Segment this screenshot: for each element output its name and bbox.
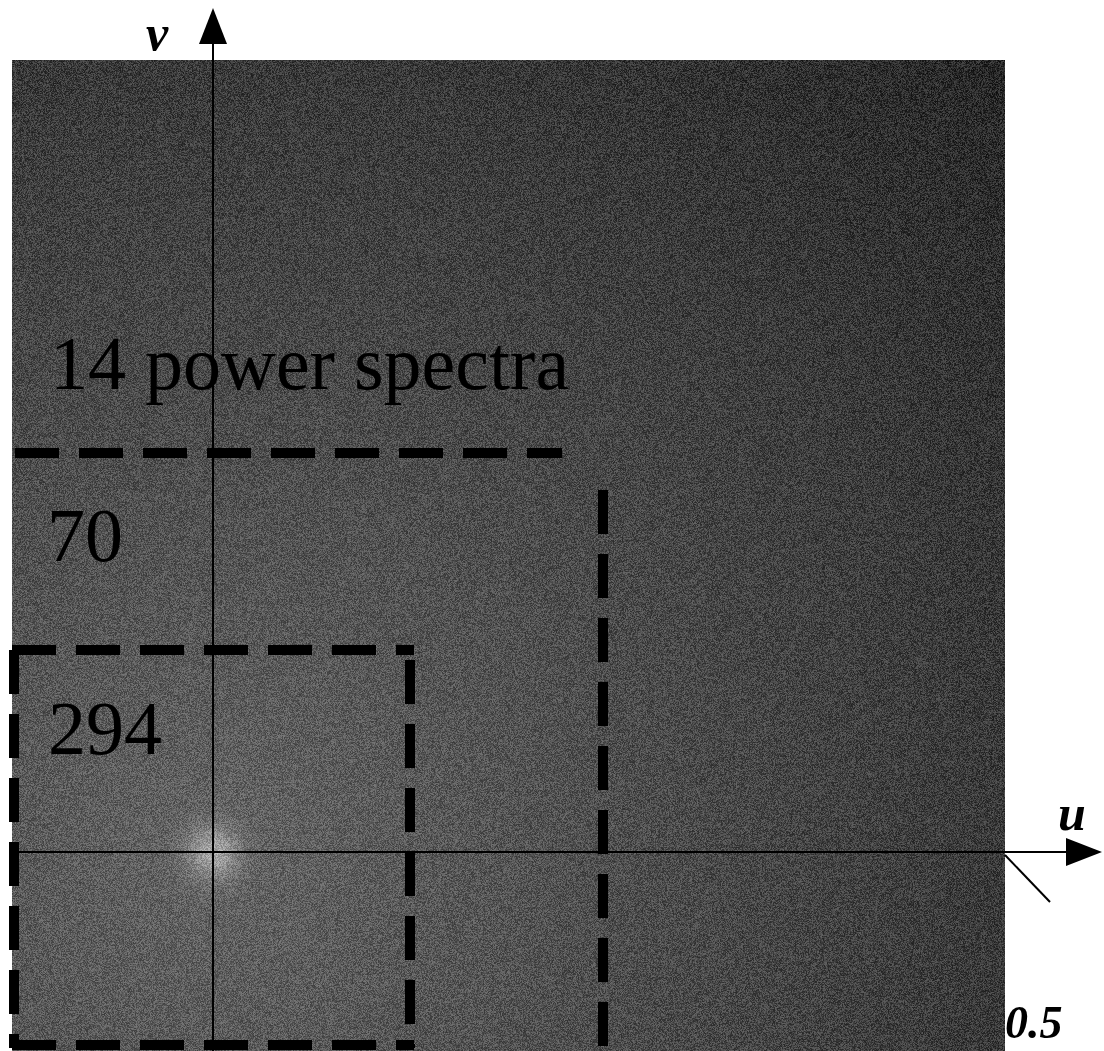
spectrum-region: 70 294	[15, 453, 603, 1047]
region-count: 70	[47, 497, 123, 573]
power-spectrum-image	[12, 60, 1005, 1051]
annotation: 14 power spectra	[50, 325, 569, 401]
region-count: 294	[48, 690, 162, 766]
axis-label: v	[146, 8, 168, 58]
axis-label: u	[1058, 788, 1086, 838]
tick-label: 0.5	[1005, 1000, 1063, 1046]
spectrum-region: 294	[12, 650, 412, 1047]
